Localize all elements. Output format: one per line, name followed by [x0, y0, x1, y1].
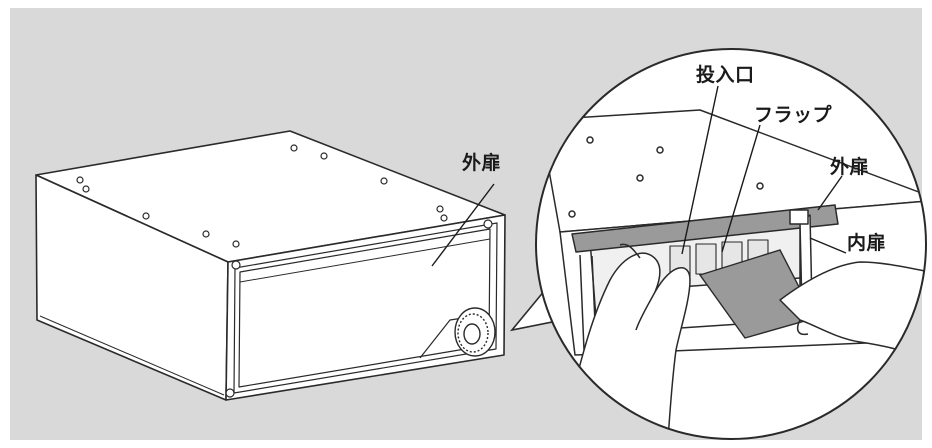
unit-front-frame: [233, 222, 498, 394]
label-flap: フラップ: [754, 104, 833, 126]
screw: [231, 260, 241, 270]
screw: [656, 146, 664, 154]
label-slot: 投入口: [696, 64, 755, 86]
zoom-left-frame: [579, 254, 585, 351]
screw: [142, 212, 150, 220]
zoom-leaders: [681, 85, 847, 255]
zoom-unit-top: [539, 109, 926, 233]
screw: [290, 144, 298, 152]
zoom-outer-door: [571, 204, 839, 253]
label-outer-door-zoom: 外扉: [830, 156, 870, 178]
leader-flap: [721, 124, 761, 253]
right-hand: [779, 261, 926, 361]
leader-outer-door-main: [431, 183, 495, 267]
screw: [76, 176, 84, 184]
screw: [436, 205, 444, 213]
label-outer-door-main: 外扉: [462, 152, 502, 174]
zoom-circle-outline: [535, 48, 927, 440]
screw: [320, 152, 328, 160]
screw: [756, 182, 764, 190]
screw: [225, 388, 235, 398]
leader-slot: [681, 85, 719, 255]
front-screws: [225, 219, 493, 398]
label-inner-door: 内扉: [847, 232, 887, 254]
zoom-hinge: [789, 209, 809, 225]
screw: [440, 214, 448, 222]
top-screws: [76, 144, 448, 248]
screw: [586, 136, 594, 144]
dial-knob: [454, 307, 496, 357]
leader-outer-door-zoom: [817, 175, 843, 211]
screw: [568, 210, 576, 218]
main-unit: [35, 130, 506, 401]
screw: [636, 174, 644, 182]
screw: [232, 240, 240, 248]
screw: [202, 230, 210, 238]
leader-inner-door: [809, 237, 847, 254]
side-face-detail: [39, 315, 225, 396]
screw: [82, 185, 90, 193]
door-top-rail: [239, 238, 491, 283]
screw: [483, 219, 493, 229]
screw: [380, 177, 388, 185]
